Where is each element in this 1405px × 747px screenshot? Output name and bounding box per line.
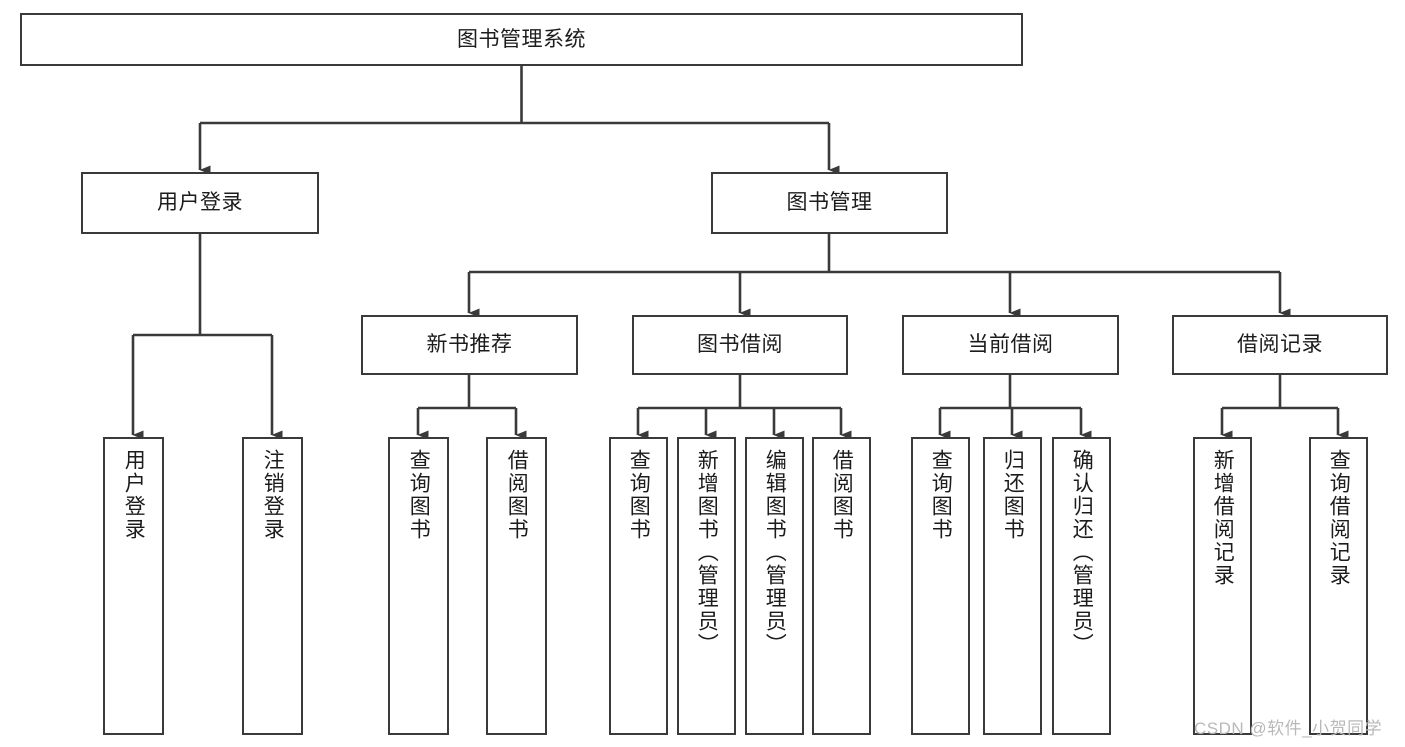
node-book-manage-label: 图书管理 (786, 191, 873, 215)
node-leaf-query-book-3[interactable]: 查询图书 (911, 437, 970, 735)
node-leaf-confirm-return-label: 确认归还（管理员） (1070, 449, 1094, 656)
node-root[interactable]: 图书管理系统 (20, 13, 1023, 66)
node-leaf-query-record-label: 查询借阅记录 (1327, 449, 1351, 587)
node-leaf-add-record[interactable]: 新增借阅记录 (1193, 437, 1252, 735)
node-leaf-edit-book-label: 编辑图书（管理员） (763, 449, 787, 656)
node-root-label: 图书管理系统 (457, 27, 586, 51)
node-leaf-query-book-2-label: 查询图书 (627, 449, 651, 541)
node-leaf-borrow-book-1[interactable]: 借阅图书 (486, 437, 547, 735)
node-leaf-borrow-book-1-label: 借阅图书 (505, 449, 529, 541)
node-leaf-borrow-book-2[interactable]: 借阅图书 (812, 437, 871, 735)
node-book-borrow[interactable]: 图书借阅 (632, 315, 848, 375)
node-leaf-query-record[interactable]: 查询借阅记录 (1309, 437, 1368, 735)
node-book-borrow-label: 图书借阅 (697, 333, 783, 357)
node-new-book-recommend[interactable]: 新书推荐 (361, 315, 578, 375)
node-leaf-query-book-3-label: 查询图书 (929, 449, 953, 541)
node-user-login[interactable]: 用户登录 (81, 172, 319, 234)
node-current-borrow[interactable]: 当前借阅 (902, 315, 1119, 375)
node-leaf-query-book-1-label: 查询图书 (407, 449, 431, 541)
node-leaf-logout-label: 注销登录 (261, 449, 285, 541)
node-leaf-borrow-book-2-label: 借阅图书 (830, 449, 854, 541)
node-leaf-query-book-2[interactable]: 查询图书 (609, 437, 668, 735)
node-leaf-add-record-label: 新增借阅记录 (1211, 449, 1235, 587)
node-leaf-logout[interactable]: 注销登录 (242, 437, 303, 735)
node-leaf-add-book[interactable]: 新增图书（管理员） (677, 437, 736, 735)
node-leaf-return-book-label: 归还图书 (1001, 449, 1025, 541)
node-book-manage[interactable]: 图书管理 (711, 172, 948, 234)
node-borrow-record[interactable]: 借阅记录 (1172, 315, 1388, 375)
node-leaf-confirm-return[interactable]: 确认归还（管理员） (1052, 437, 1111, 735)
node-current-borrow-label: 当前借阅 (967, 333, 1054, 357)
node-new-book-recommend-label: 新书推荐 (426, 333, 513, 357)
node-leaf-edit-book[interactable]: 编辑图书（管理员） (745, 437, 804, 735)
node-leaf-return-book[interactable]: 归还图书 (983, 437, 1042, 735)
node-leaf-add-book-label: 新增图书（管理员） (695, 449, 719, 656)
node-leaf-query-book-1[interactable]: 查询图书 (388, 437, 449, 735)
node-borrow-record-label: 借阅记录 (1237, 333, 1323, 357)
node-leaf-user-login-label: 用户登录 (122, 449, 146, 541)
node-user-login-label: 用户登录 (157, 191, 243, 215)
node-leaf-user-login[interactable]: 用户登录 (103, 437, 164, 735)
